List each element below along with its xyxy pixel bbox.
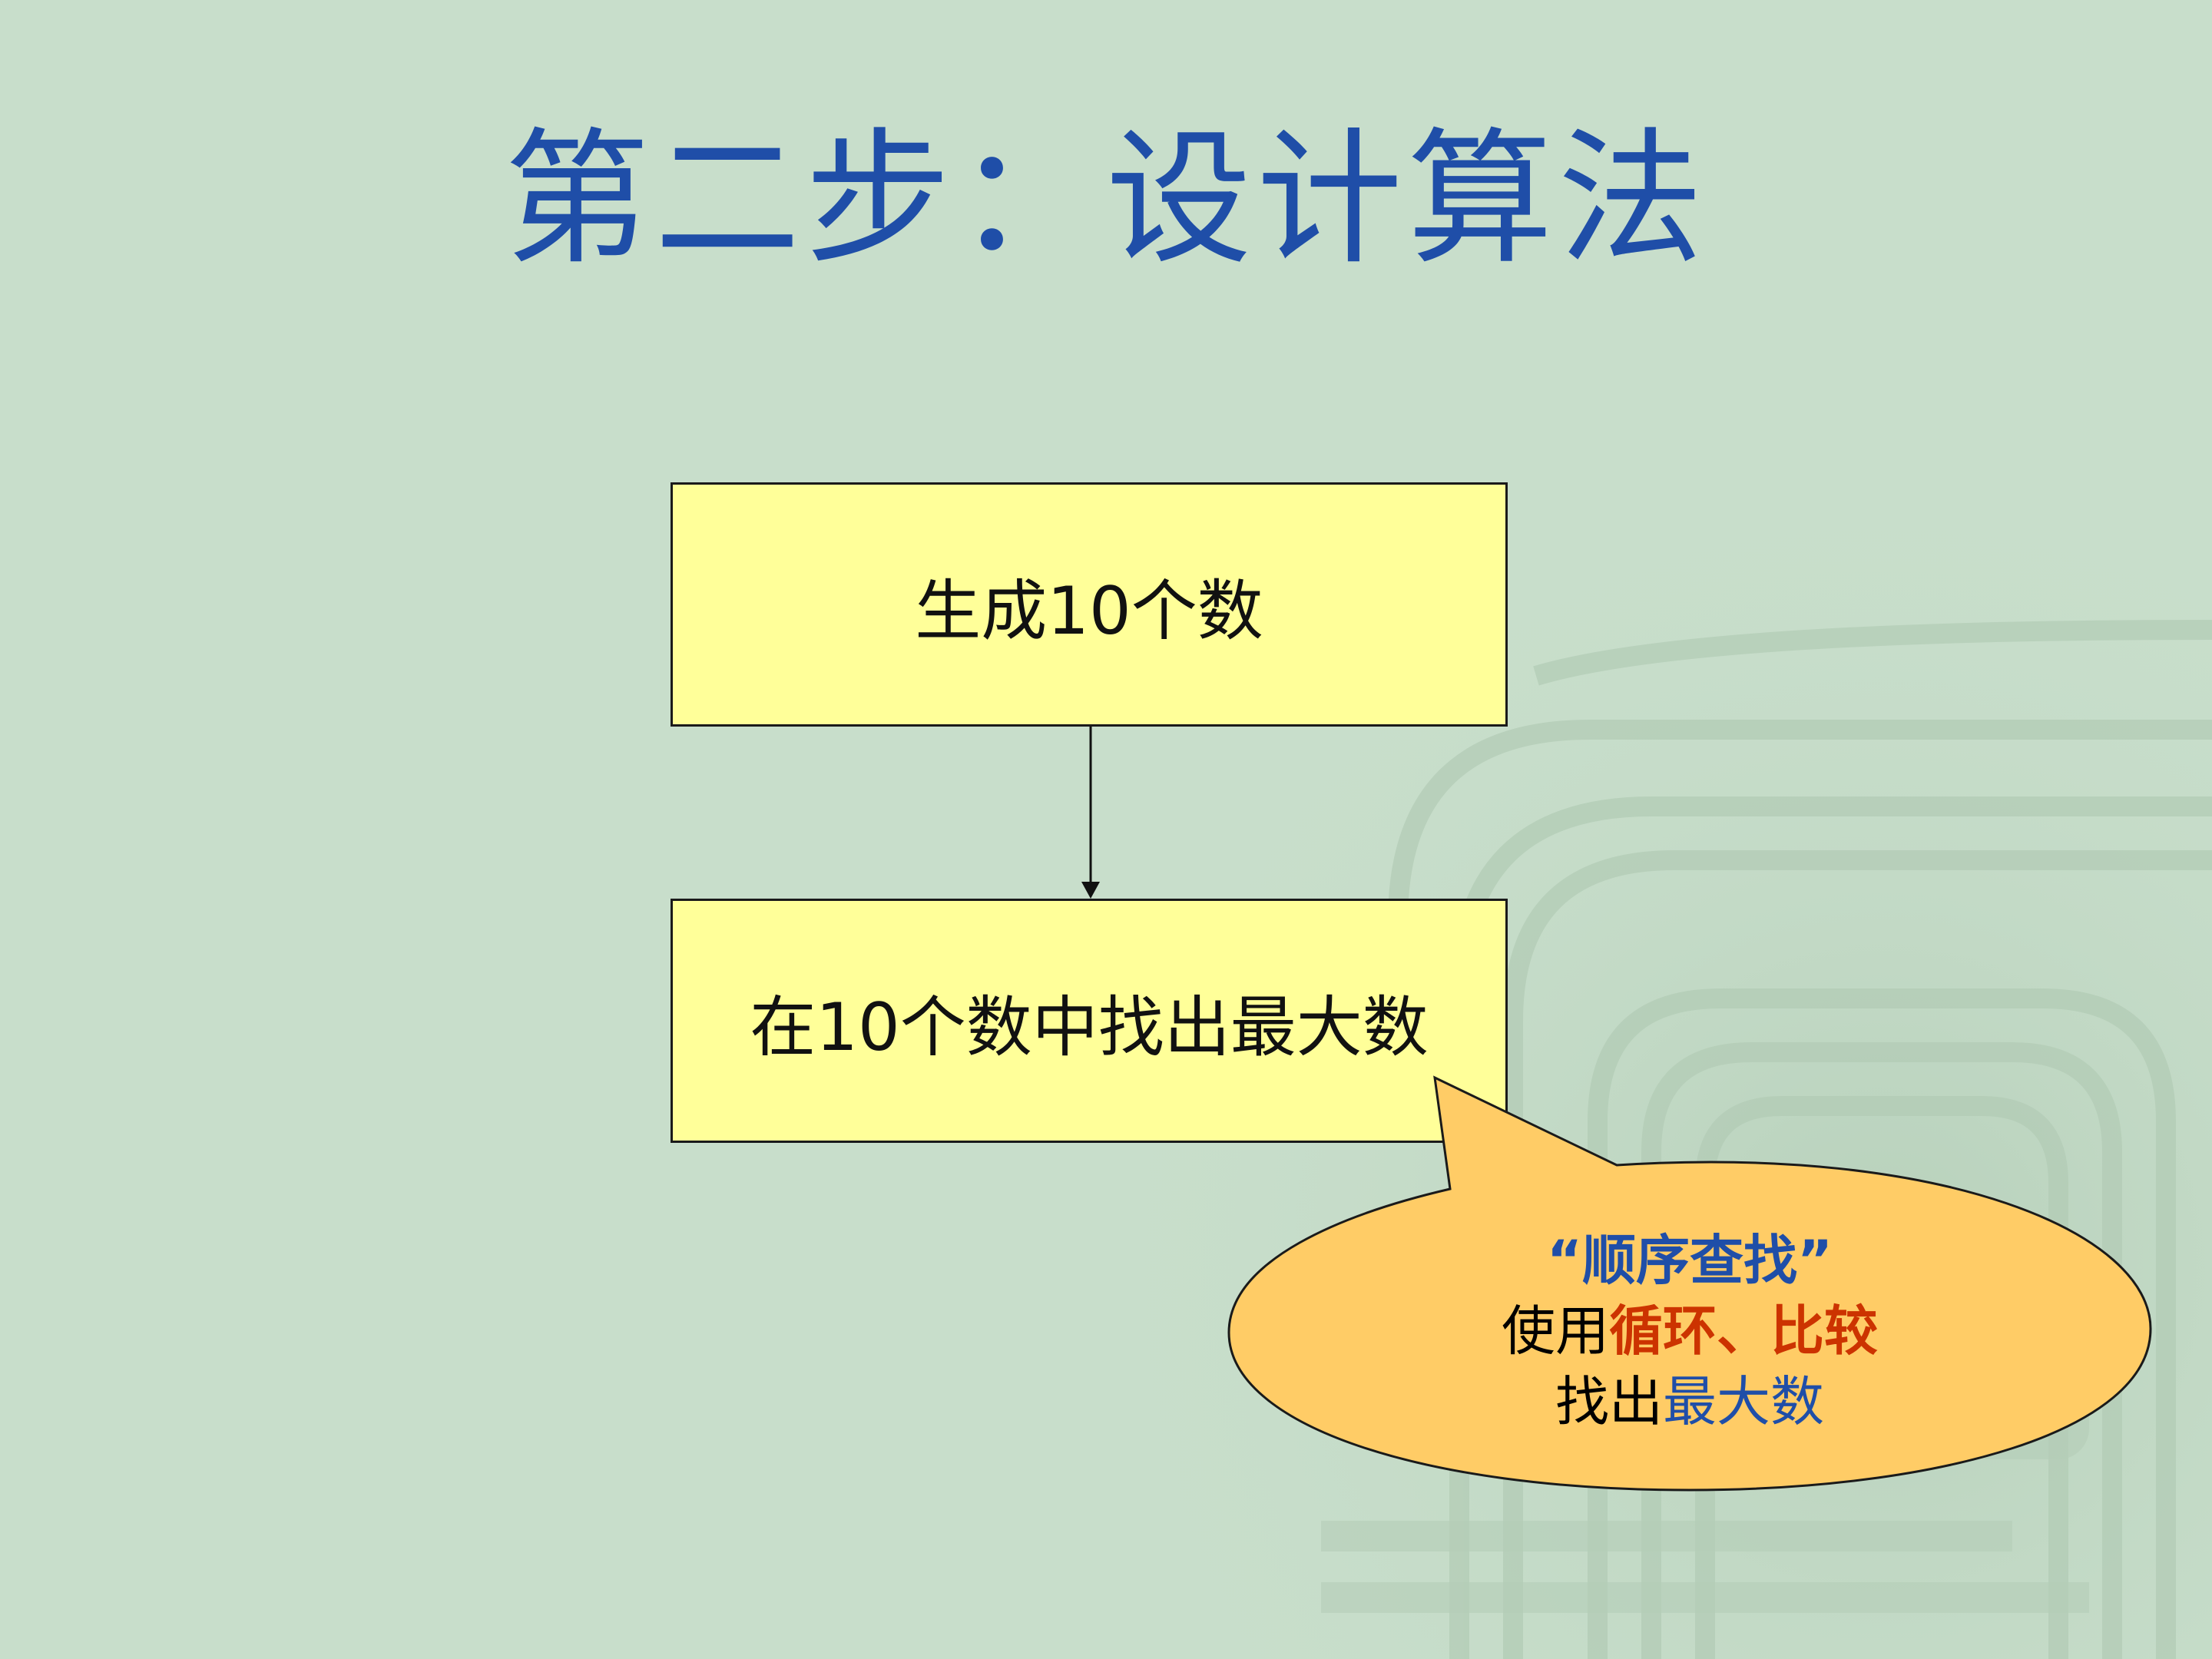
flow-step-find-max: 在10个数中找出最大数 — [671, 899, 1508, 1143]
callout-line-goal: 找出最大数 — [1344, 1366, 2035, 1437]
flow-step-generate: 生成10个数 — [671, 482, 1508, 727]
flow-step-label: 在10个数中找出最大数 — [750, 988, 1429, 1066]
callout-method-name: “顺序查找” — [1546, 1229, 1833, 1292]
callout-highlight-loop-compare: 循环、比较 — [1609, 1300, 1878, 1363]
flow-step-label: 生成10个数 — [915, 572, 1263, 650]
callout-line-technique: 使用循环、比较 — [1344, 1296, 2035, 1366]
speech-bubble-text: “顺序查找” 使用循环、比较 找出最大数 — [1344, 1225, 2035, 1437]
callout-highlight-max: 最大数 — [1663, 1370, 1824, 1433]
callout-text-prefix: 找出 — [1555, 1370, 1663, 1433]
callout-line-method: “顺序查找” — [1344, 1225, 2035, 1296]
callout-text-prefix: 使用 — [1502, 1300, 1609, 1363]
speech-bubble — [1227, 1075, 2152, 1492]
flow-arrow-head — [1081, 882, 1100, 899]
slide-title: 第二步：设计算法 — [503, 114, 1708, 284]
